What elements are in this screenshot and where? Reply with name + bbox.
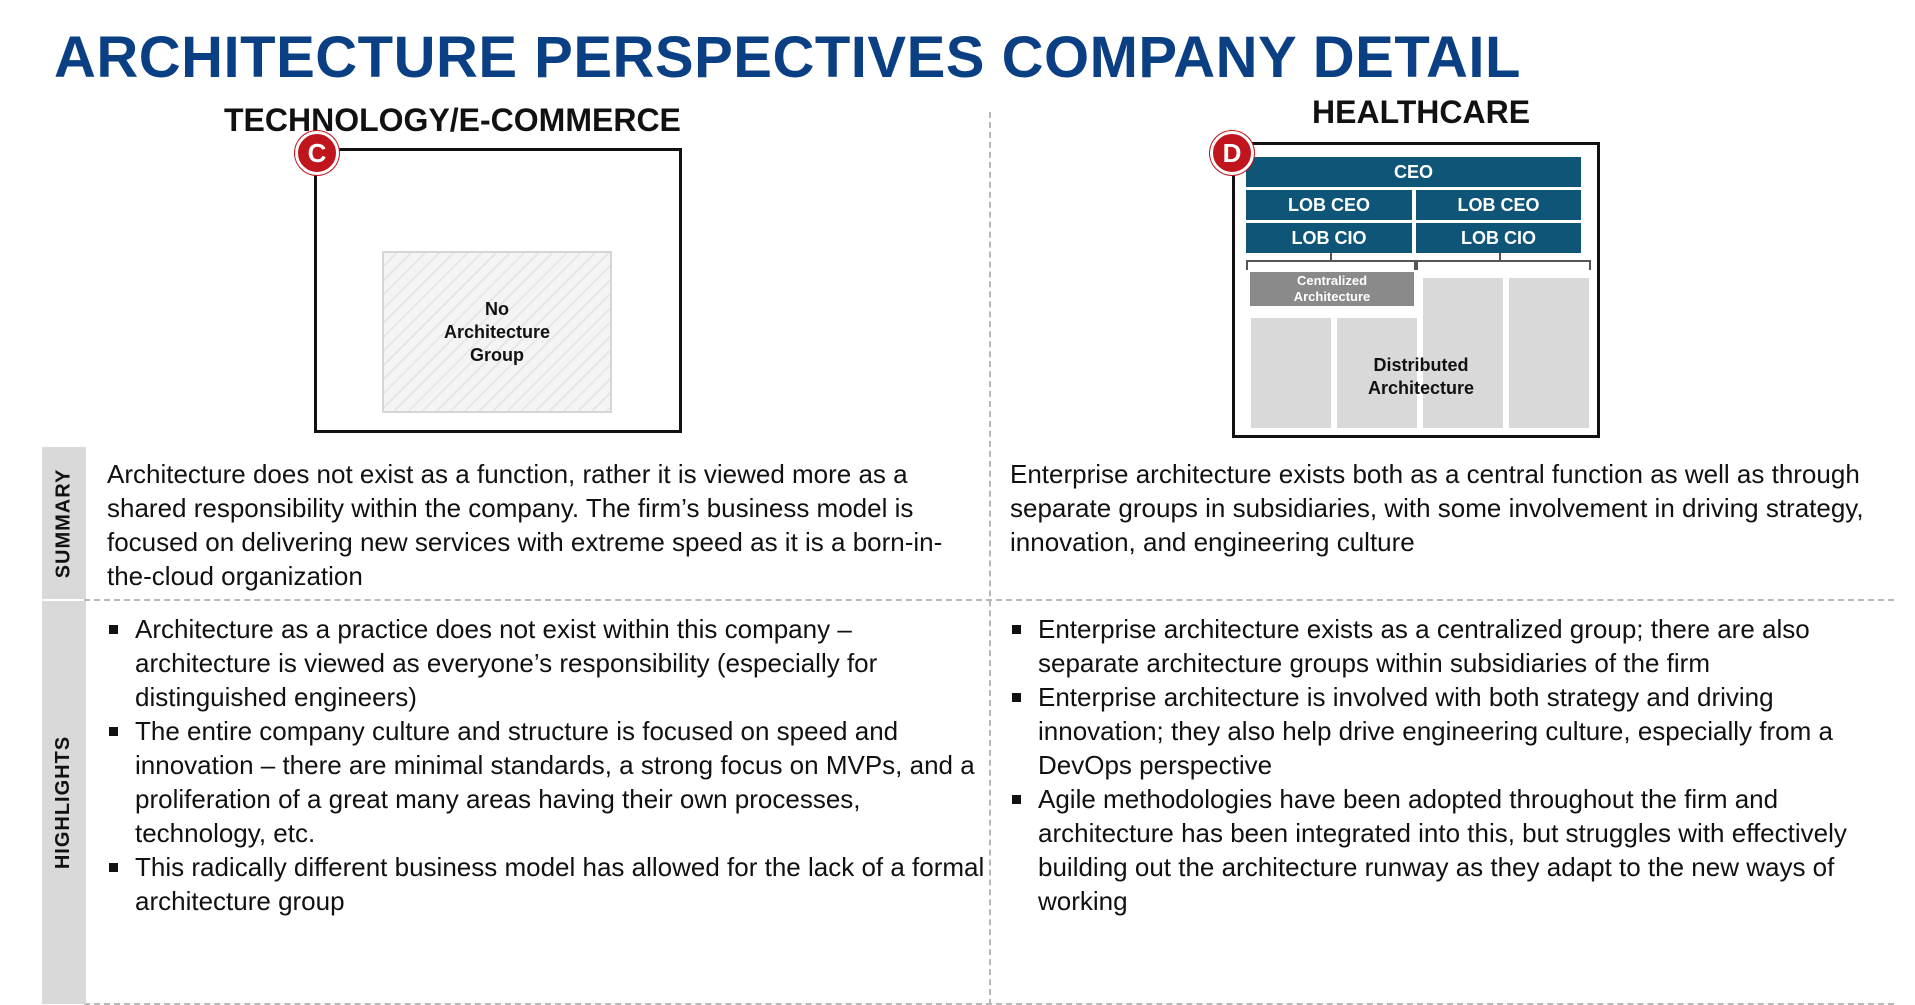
list-item: The entire company culture and structure… xyxy=(107,714,987,850)
highlights-row-label-bar: HIGHLIGHTS xyxy=(42,601,86,1004)
centralized-architecture-box: Centralized Architecture xyxy=(1250,272,1414,306)
row-divider xyxy=(84,599,1894,601)
column-divider xyxy=(989,112,991,1005)
no-architecture-group-label: No Architecture Group xyxy=(443,298,551,365)
bracket-right xyxy=(1416,260,1591,270)
connector-line xyxy=(1330,253,1332,261)
bracket-left xyxy=(1246,260,1416,270)
summary-row-label: SUMMARY xyxy=(52,468,75,578)
org-box-ceo: CEO xyxy=(1246,157,1581,187)
org-box-lob-cio-1: LOB CIO xyxy=(1246,223,1412,253)
healthcare-highlights-list: Enterprise architecture exists as a cent… xyxy=(1010,612,1895,918)
list-item: Architecture as a practice does not exis… xyxy=(107,612,987,714)
list-item: Agile methodologies have been adopted th… xyxy=(1010,782,1895,918)
healthcare-org-diagram-frame xyxy=(1232,142,1600,438)
distributed-group-column xyxy=(1423,278,1503,428)
technology-highlights-list: Architecture as a practice does not exis… xyxy=(107,612,987,918)
org-box-lob-ceo-2: LOB CEO xyxy=(1416,190,1581,220)
list-item: Enterprise architecture is involved with… xyxy=(1010,680,1895,782)
list-item: This radically different business model … xyxy=(107,850,987,918)
distributed-group-column xyxy=(1251,318,1331,428)
technology-summary: Architecture does not exist as a functio… xyxy=(107,459,943,591)
distributed-group-column xyxy=(1337,318,1417,428)
company-badge-d: D xyxy=(1210,131,1254,175)
healthcare-summary: Enterprise architecture exists both as a… xyxy=(1010,459,1864,557)
no-architecture-group-box: No Architecture Group xyxy=(382,251,612,413)
company-badge-c: C xyxy=(295,131,339,175)
connector-line xyxy=(1499,253,1501,261)
summary-row-label-bar: SUMMARY xyxy=(42,447,86,599)
list-item: Enterprise architecture exists as a cent… xyxy=(1010,612,1895,680)
org-box-lob-cio-2: LOB CIO xyxy=(1416,223,1581,253)
distributed-group-column xyxy=(1509,278,1589,428)
bottom-divider xyxy=(84,1003,1894,1005)
highlights-row-label: HIGHLIGHTS xyxy=(52,735,75,870)
distributed-architecture-label: Distributed Architecture xyxy=(1367,355,1475,398)
column-heading-healthcare: HEALTHCARE xyxy=(1312,94,1531,130)
column-heading-technology: TECHNOLOGY/E-COMMERCE xyxy=(224,102,681,138)
technology-org-diagram-frame xyxy=(314,148,682,433)
org-box-lob-ceo-1: LOB CEO xyxy=(1246,190,1412,220)
page-title: ARCHITECTURE PERSPECTIVES COMPANY DETAIL xyxy=(54,25,1521,90)
